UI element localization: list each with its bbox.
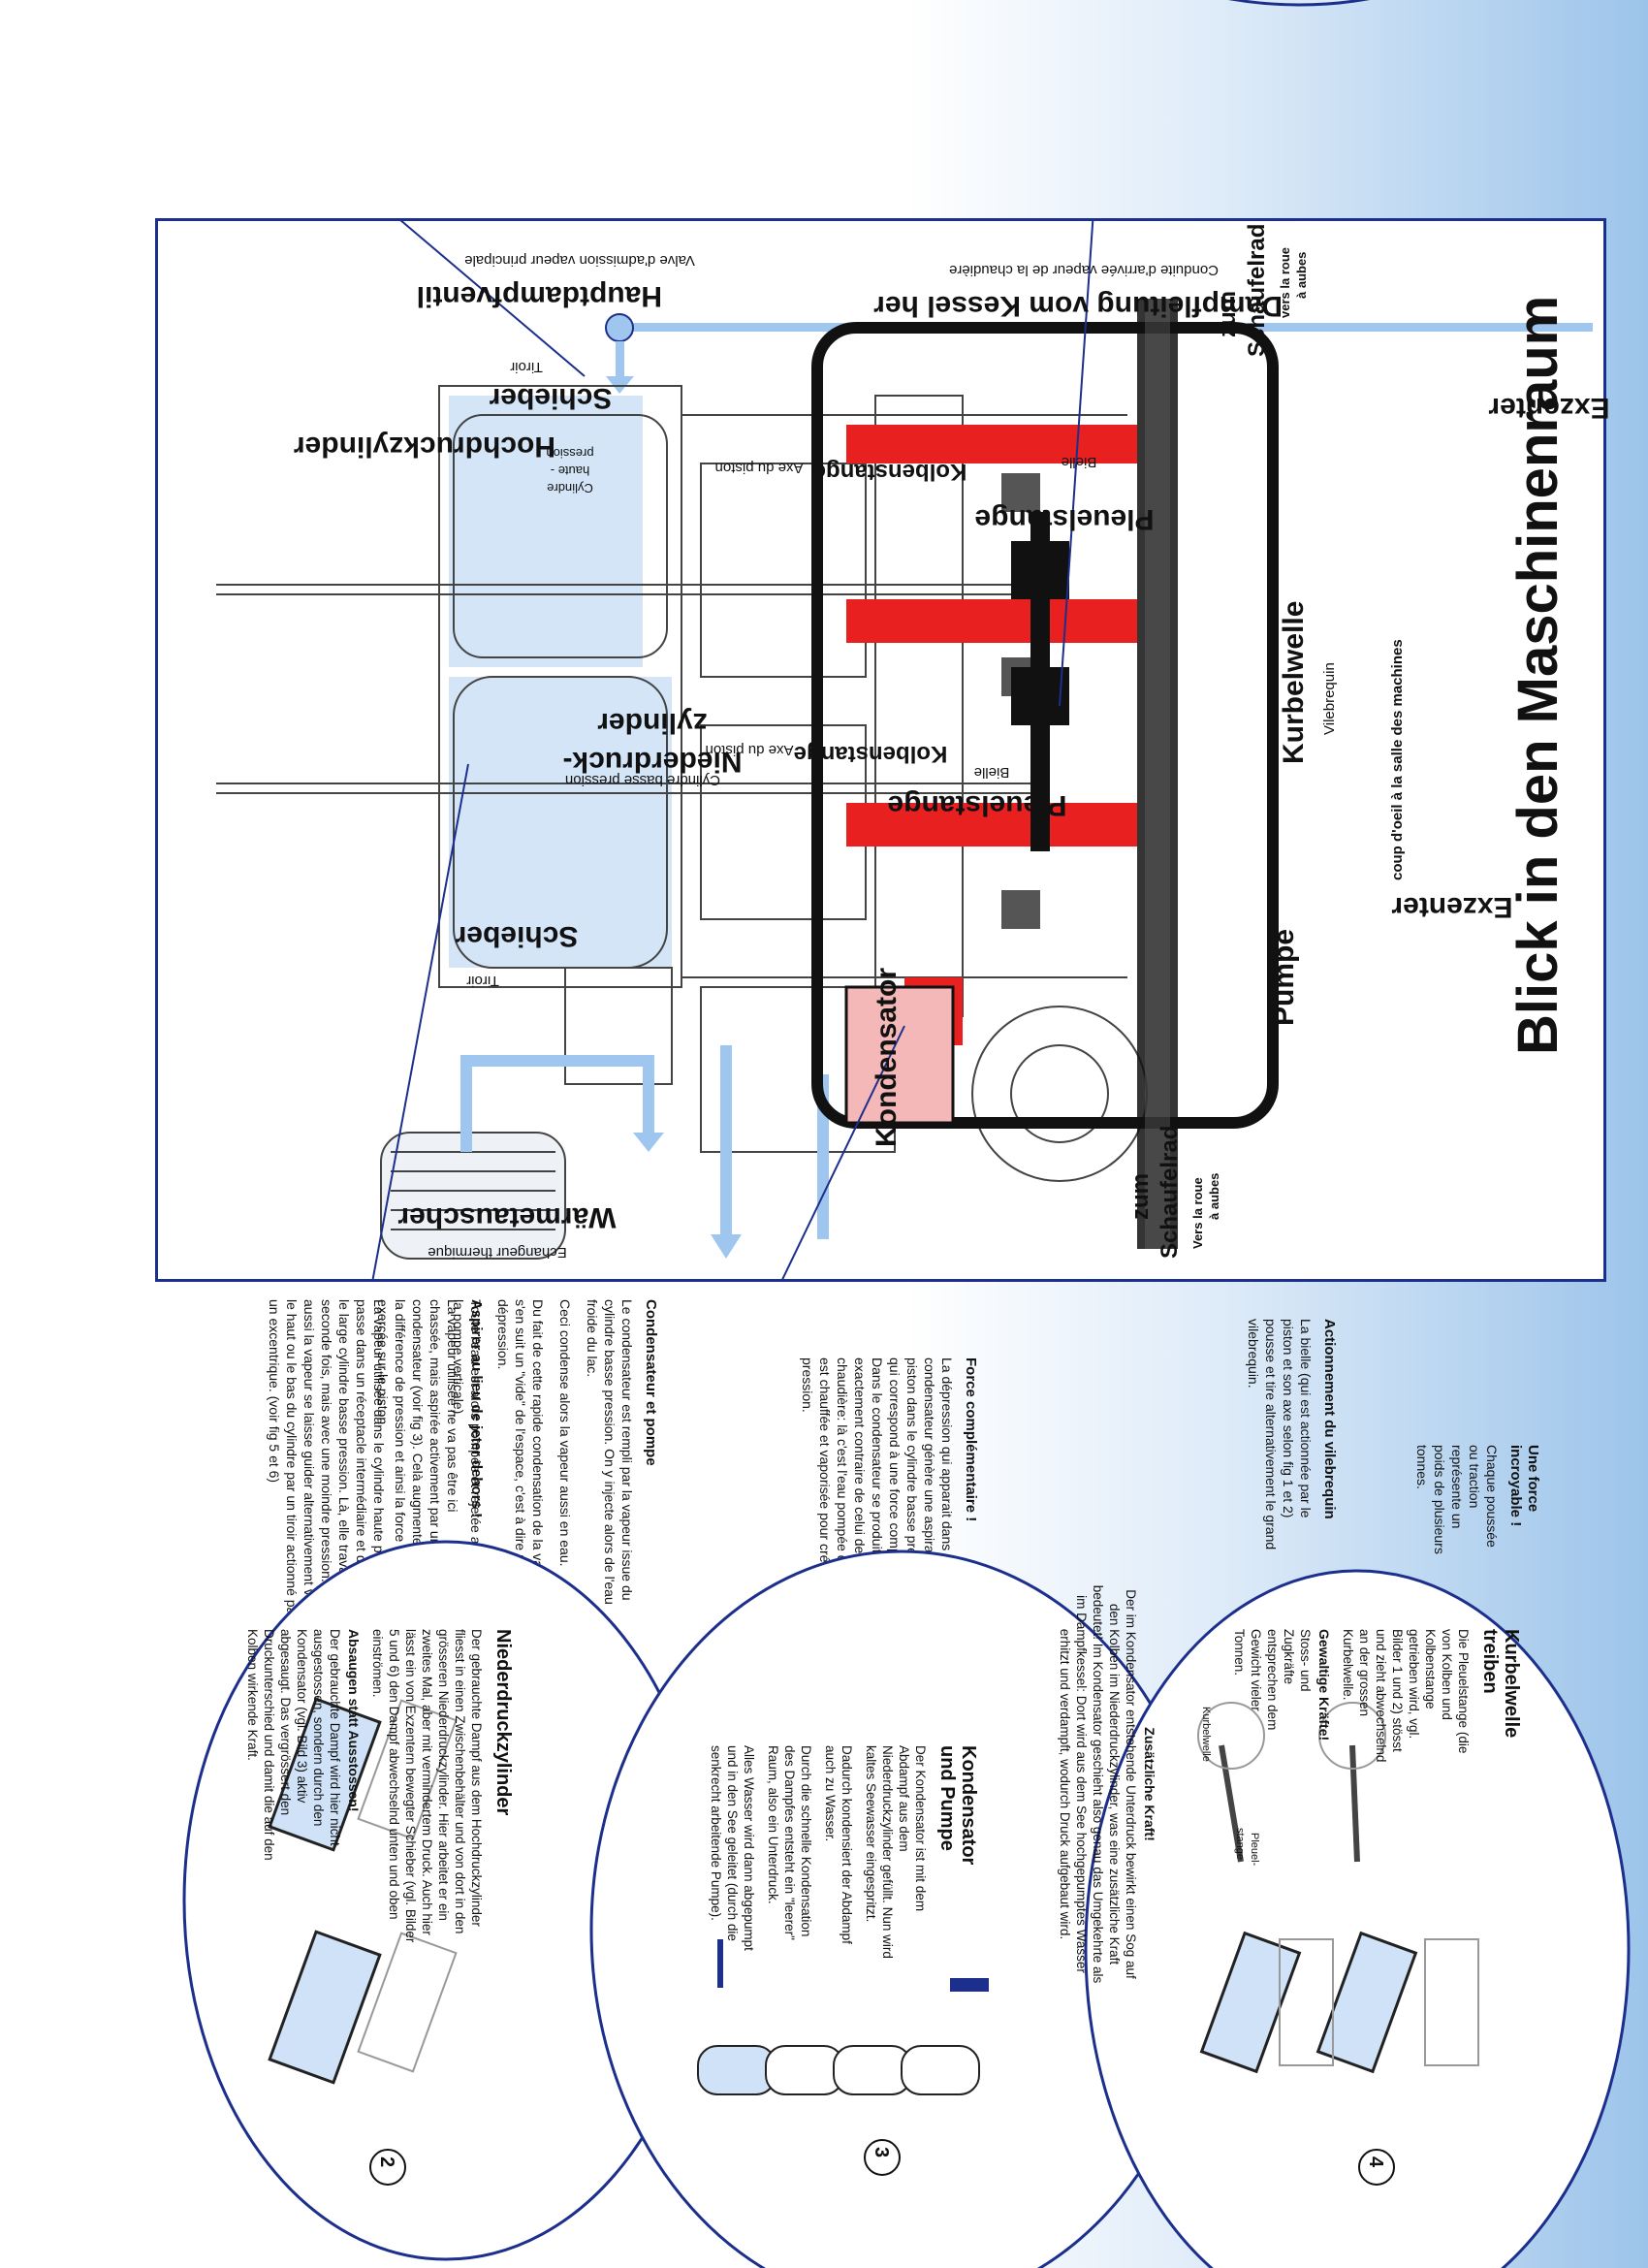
circle-3-paragraph-2: Dadurch kondensiert der Abdampf auch zu …	[823, 1745, 854, 1944]
engine-room-outline	[811, 322, 1279, 1129]
french-text-force-incroyable: Chaque poussée ou traction représente un…	[1414, 1445, 1500, 1554]
piston-rod-label-1-fr: Axe du piston	[714, 460, 804, 476]
circle-4-fig-stange: stange	[1234, 1828, 1246, 1861]
french-heading-vilebrequin: Actionnement du vilebrequin	[1321, 1319, 1338, 1519]
french-text-vilebrequin: La bielle (qui est actionnée par le pist…	[1246, 1319, 1314, 1550]
circle-4-subheading: Gewaltige Kräfte!	[1316, 1629, 1332, 1741]
french-heading-force-incroyable: Une force incroyable !	[1507, 1445, 1541, 1527]
circle-3-paragraph-3: Durch die schnelle Kondensation des Damp…	[766, 1745, 813, 1940]
connecting-rod-label-2-fr: Bielle	[973, 764, 1010, 781]
slide-valve-label-bottom: Schieber	[455, 920, 579, 952]
piston-rod-label-2-fr: Axe du piston	[705, 742, 794, 758]
circle-4-title: Kurbelwelle treiben	[1479, 1629, 1522, 1739]
french-block-vilebrequin: Actionnement du vilebrequin La bielle (q…	[1235, 1319, 1338, 1551]
circle-3-title: Kondensator und Pumpe	[936, 1745, 979, 1866]
french-text-condensateur-3: Du fait de cette rapide condensation de …	[495, 1299, 546, 1606]
to-paddlewheel-label-1b: Schaufelrad	[1244, 223, 1270, 357]
circle-3-subheading: Zusätzliche Kraft!	[1142, 1727, 1157, 1841]
circle-1-partial	[1228, 0, 1370, 7]
french-heading-force: Force complémentaire !	[963, 1358, 979, 1522]
circle-2-text: Niederdruckzylinder Der gebrauchte Dampf…	[237, 1629, 514, 1978]
crankshaft	[1137, 299, 1178, 1249]
circle-3-extra-text: Zusätzliche Kraft! Der im Kondensator en…	[1049, 1581, 1163, 1988]
circle-2-title: Niederdruckzylinder	[492, 1629, 514, 1816]
circle-3-text: Kondensator und Pumpe Der Kondensator is…	[700, 1745, 979, 2036]
piston-rod-label-1: Kolbenstange	[812, 459, 967, 485]
french-text-condensateur-4: Toute l'eau est alors pompée et rejetée …	[451, 1299, 484, 1601]
lp-cylinder-label-2: zylinder	[597, 707, 708, 739]
condenser-label: Kondensator	[871, 967, 903, 1147]
circle-4-fig-pleuel: Pleuel-	[1249, 1833, 1260, 1867]
hp-cylinder-label-fr-1: Cylindre	[547, 481, 593, 495]
circle-4-paragraph-2: Stoss- und Zugkräfte entsprechen dem Gew…	[1232, 1629, 1313, 1731]
hp-cylinder-label-fr-3: pression	[546, 446, 594, 461]
slide-valve-label-top: Schieber	[489, 382, 613, 414]
french-block-force-incroyable: Une force incroyable ! Chaque poussée ou…	[1404, 1445, 1541, 1561]
circle-2-subheading: Absaugen statt Ausstossen!	[346, 1629, 362, 1812]
circle-3-paragraph-5: Der im Kondensator entstehende Unterdruc…	[1058, 1584, 1138, 1984]
crankshaft-label-fr: Vilebrequin	[1321, 662, 1338, 735]
steam-pipe-label-fr: Conduite d'arrivée vapeur de la chaudièr…	[948, 262, 1220, 278]
condenser-highlight	[844, 985, 955, 1125]
pump-label: Pumpe	[1268, 928, 1300, 1026]
french-text-force: La dépression qui apparait dans le conde…	[800, 1358, 955, 1627]
circle-4-fig-kurbelwelle: Kurbelwelle	[1200, 1707, 1212, 1762]
main-title: Blick in den Maschinenraum	[1506, 295, 1569, 1055]
engine-drawing	[216, 221, 1593, 1279]
main-steam-valve-label: Hauptdampfventil	[416, 280, 662, 312]
heat-exchanger	[380, 1132, 566, 1260]
french-block-condensateur: Condensateur et pompe Le condensateur es…	[440, 1299, 659, 1610]
circle-4-paragraph-1: Die Pleuelstange (die von Kolben und Kol…	[1341, 1629, 1471, 1763]
french-text-condensateur-2: Ceci condense alors la vapeur aussi en e…	[557, 1299, 573, 1567]
to-paddlewheel-label-1a: zum	[1215, 291, 1241, 337]
to-paddlewheel-label-2b-fr: à aubes	[1207, 1172, 1221, 1220]
circle-3-number: 3	[871, 2147, 892, 2158]
circle-2-paragraph-2: Der gebrauchte Dampf wird hier nicht aus…	[245, 1629, 342, 1861]
lp-cylinder-label-fr: Cylindre basse pression	[564, 772, 721, 788]
engine-room-diagram: Hauptdampfventil Valve d'admission vapeu…	[155, 218, 1610, 1282]
heat-exchanger-label: Wärmetauscher	[397, 1201, 617, 1233]
to-paddlewheel-label-2b: Schaufelrad	[1157, 1125, 1183, 1259]
water-flow-arrows	[460, 1045, 829, 1259]
circle-4-number: 4	[1365, 2156, 1386, 2168]
heat-exchanger-label-fr: Echangeur thermique	[428, 1244, 567, 1261]
main-valve-symbol	[605, 313, 634, 342]
crankshaft-label: Kurbelwelle	[1278, 600, 1310, 764]
connecting-rod-label-1: Pleuelstange	[974, 503, 1155, 535]
lp-cylinder-fill	[449, 677, 672, 968]
to-paddlewheel-label-1a-fr: vers la roue	[1278, 247, 1292, 318]
french-heading-condensateur: Condensateur et pompe	[643, 1299, 659, 1466]
french-block-force: Force complémentaire ! La dépression qui…	[789, 1358, 979, 1629]
main-title-fr: coup d'oeil à la salle des machines	[1389, 639, 1406, 880]
circle-3-paragraph-4: Alles Wasser wird dann abgepumpt und in …	[709, 1745, 756, 1951]
french-text-condensateur-1: Le condensateur est rempli par la vapeur…	[585, 1299, 635, 1605]
hp-cylinder-label: Hochdruckzylinder	[293, 431, 555, 463]
to-paddlewheel-label-2a-fr: Vers la roue	[1190, 1177, 1205, 1249]
hp-cylinder-fill	[449, 396, 643, 667]
main-steam-valve-label-fr: Valve d'admission vapeur principale	[464, 252, 695, 269]
hp-cylinder-label-fr-2: haute -	[550, 463, 590, 478]
connecting-rod-label-1-fr: Bielle	[1061, 454, 1097, 470]
to-paddlewheel-label-2a: zum	[1127, 1173, 1154, 1220]
slide-valve-label-bottom-fr: Tiroir	[466, 973, 499, 989]
circle-4-text: Kurbelwelle treiben Die Pleuelstange (di…	[1223, 1629, 1522, 1842]
circle-2-number: 2	[376, 2156, 397, 2168]
circle-3-paragraph-1: Der Kondensator ist mit dem Abdampf aus …	[864, 1745, 928, 1959]
connecting-rod-label-2: Pleuelstange	[887, 789, 1067, 821]
to-paddlewheel-label-1b-fr: à aubes	[1294, 251, 1309, 299]
slide-valve-label-top-fr: Tiroir	[510, 359, 543, 375]
circle-2-paragraph-1: Der gebrauchte Dampf aus dem Hochdruckzy…	[370, 1629, 484, 1943]
